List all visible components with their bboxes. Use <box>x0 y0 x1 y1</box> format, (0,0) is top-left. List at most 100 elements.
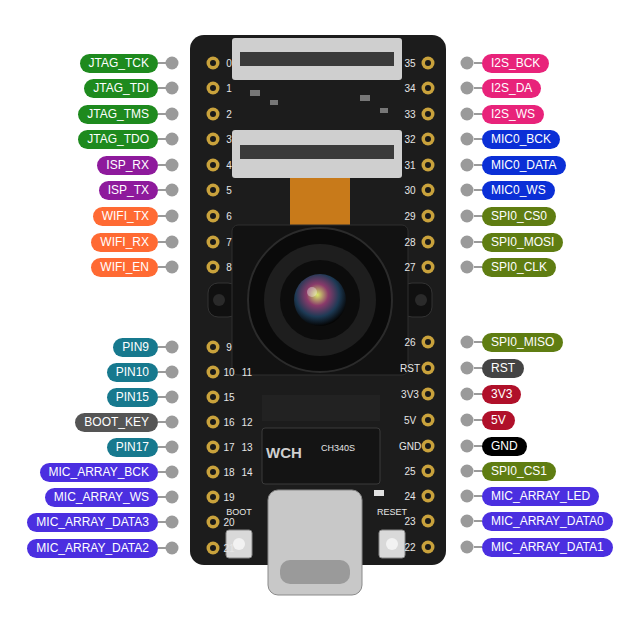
pin-name: 3V3 <box>491 387 512 401</box>
pin-name: JTAG_TCK <box>89 56 149 70</box>
pin-number: 15 <box>223 392 234 403</box>
pin-label: SPI0_CS1 <box>482 462 556 481</box>
pin-name: WIFI_TX <box>102 209 149 223</box>
pin-number: 8 <box>226 262 232 273</box>
pin-number: 21 <box>223 543 234 554</box>
pin-label: JTAG_TMS <box>78 105 158 124</box>
pin-name: MIC_ARRAY_DATA3 <box>36 515 149 529</box>
pin-number: 16 <box>223 417 234 428</box>
pin-number: 23 <box>404 516 415 527</box>
pin-name: PIN17 <box>116 440 149 454</box>
pin-label: PIN17 <box>107 438 158 457</box>
pin-number: 27 <box>404 262 415 273</box>
pcb <box>190 35 446 565</box>
buttons <box>226 490 405 558</box>
pin-number: 33 <box>404 109 415 120</box>
pin-label: ISP_RX <box>97 156 158 175</box>
pin-name: MIC_ARRAY_DATA0 <box>491 514 604 528</box>
pin-number: 9 <box>226 342 232 353</box>
pin-name: WIFI_RX <box>100 235 149 249</box>
pin-label: MIC_ARRAY_DATA2 <box>27 539 158 558</box>
pin-label: MIC_ARRAY_LED <box>482 487 599 506</box>
pin-name: JTAG_TDI <box>93 81 149 95</box>
pin-number: 35 <box>404 58 415 69</box>
leader-dots <box>158 57 482 555</box>
pin-number: 3V3 <box>401 389 419 400</box>
pin-label: SPI0_MOSI <box>482 233 563 252</box>
pin-label: MIC_ARRAY_BCK <box>40 463 158 482</box>
pin-name: SPI0_CLK <box>491 260 547 274</box>
pin-name: GND <box>491 439 518 453</box>
pin-name: MIC0_DATA <box>491 158 557 172</box>
fpc-connector <box>232 38 402 178</box>
pin-number: 17 <box>223 442 234 453</box>
pin-name: WIFI_EN <box>100 260 149 274</box>
pin-number: 7 <box>226 237 232 248</box>
pin-name: I2S_WS <box>491 107 535 121</box>
pin-label: MIC0_WS <box>482 181 555 200</box>
pin-number: 0 <box>226 58 232 69</box>
pin-label: WIFI_TX <box>93 207 158 226</box>
board-marking: BOOT <box>226 507 252 517</box>
pin-label: PIN15 <box>107 388 158 407</box>
pin-number: 30 <box>404 185 415 196</box>
pin-name: SPI0_CS1 <box>491 464 547 478</box>
pin-number: 11 <box>242 367 252 378</box>
pin-label: WIFI_EN <box>91 258 158 277</box>
pin-name: 5V <box>491 413 506 427</box>
pin-holes <box>207 57 435 555</box>
pin-number: RST <box>400 363 420 374</box>
pin-label: 5V <box>482 411 515 430</box>
pin-number: 1 <box>226 83 232 94</box>
pin-name: SPI0_MOSI <box>491 235 554 249</box>
pin-label: MIC0_BCK <box>482 130 560 149</box>
usb-chip <box>262 395 380 484</box>
pin-label: I2S_WS <box>482 105 544 124</box>
pin-label: PIN9 <box>113 338 158 357</box>
board-marking: CH340S <box>321 443 355 453</box>
pin-name: JTAG_TMS <box>87 107 149 121</box>
pin-name: ISP_RX <box>106 158 149 172</box>
pin-name: MIC_ARRAY_LED <box>491 489 590 503</box>
camera-module <box>208 225 432 375</box>
pin-number: 29 <box>404 211 415 222</box>
pin-name: ISP_TX <box>108 183 149 197</box>
pin-label: MIC0_DATA <box>482 156 566 175</box>
pin-name: PIN10 <box>116 365 149 379</box>
pin-number: 2 <box>226 109 232 120</box>
pin-number: 13 <box>241 442 252 453</box>
pin-name: PIN15 <box>116 390 149 404</box>
pin-name: I2S_DA <box>491 81 532 95</box>
pin-label: JTAG_TDO <box>78 130 158 149</box>
board-marking: WCH <box>266 444 302 461</box>
pin-number: 19 <box>223 492 234 503</box>
pin-number: 25 <box>404 466 415 477</box>
pin-number: 4 <box>226 160 232 171</box>
pin-label: MIC_ARRAY_DATA1 <box>482 538 613 557</box>
pin-number: 3 <box>226 134 232 145</box>
pin-label: MIC_ARRAY_WS <box>45 488 158 507</box>
board-marking: RESET <box>377 507 407 517</box>
pin-number: 28 <box>404 237 415 248</box>
pin-number: 26 <box>404 337 415 348</box>
pin-name: SPI0_CS0 <box>491 209 547 223</box>
pin-name: SPI0_MISO <box>491 335 554 349</box>
pin-name: I2S_BCK <box>491 56 540 70</box>
pin-number: 34 <box>404 83 415 94</box>
pin-label: SPI0_CS0 <box>482 207 556 226</box>
pin-label: 3V3 <box>482 385 521 404</box>
pin-number: 6 <box>226 211 232 222</box>
pin-label: MIC_ARRAY_DATA3 <box>27 513 158 532</box>
pin-number: 32 <box>404 134 415 145</box>
pin-name: MIC0_WS <box>491 183 546 197</box>
pin-number: 14 <box>241 467 252 478</box>
camera-flex <box>290 178 350 228</box>
pin-label: BOOT_KEY <box>75 413 158 432</box>
pin-label: I2S_BCK <box>482 54 549 73</box>
pin-number: 12 <box>241 417 252 428</box>
pin-name: BOOT_KEY <box>84 415 149 429</box>
pin-number: 31 <box>404 160 415 171</box>
pin-name: MIC_ARRAY_DATA2 <box>36 541 149 555</box>
pin-name: MIC0_BCK <box>491 132 551 146</box>
pin-number: 20 <box>223 517 234 528</box>
